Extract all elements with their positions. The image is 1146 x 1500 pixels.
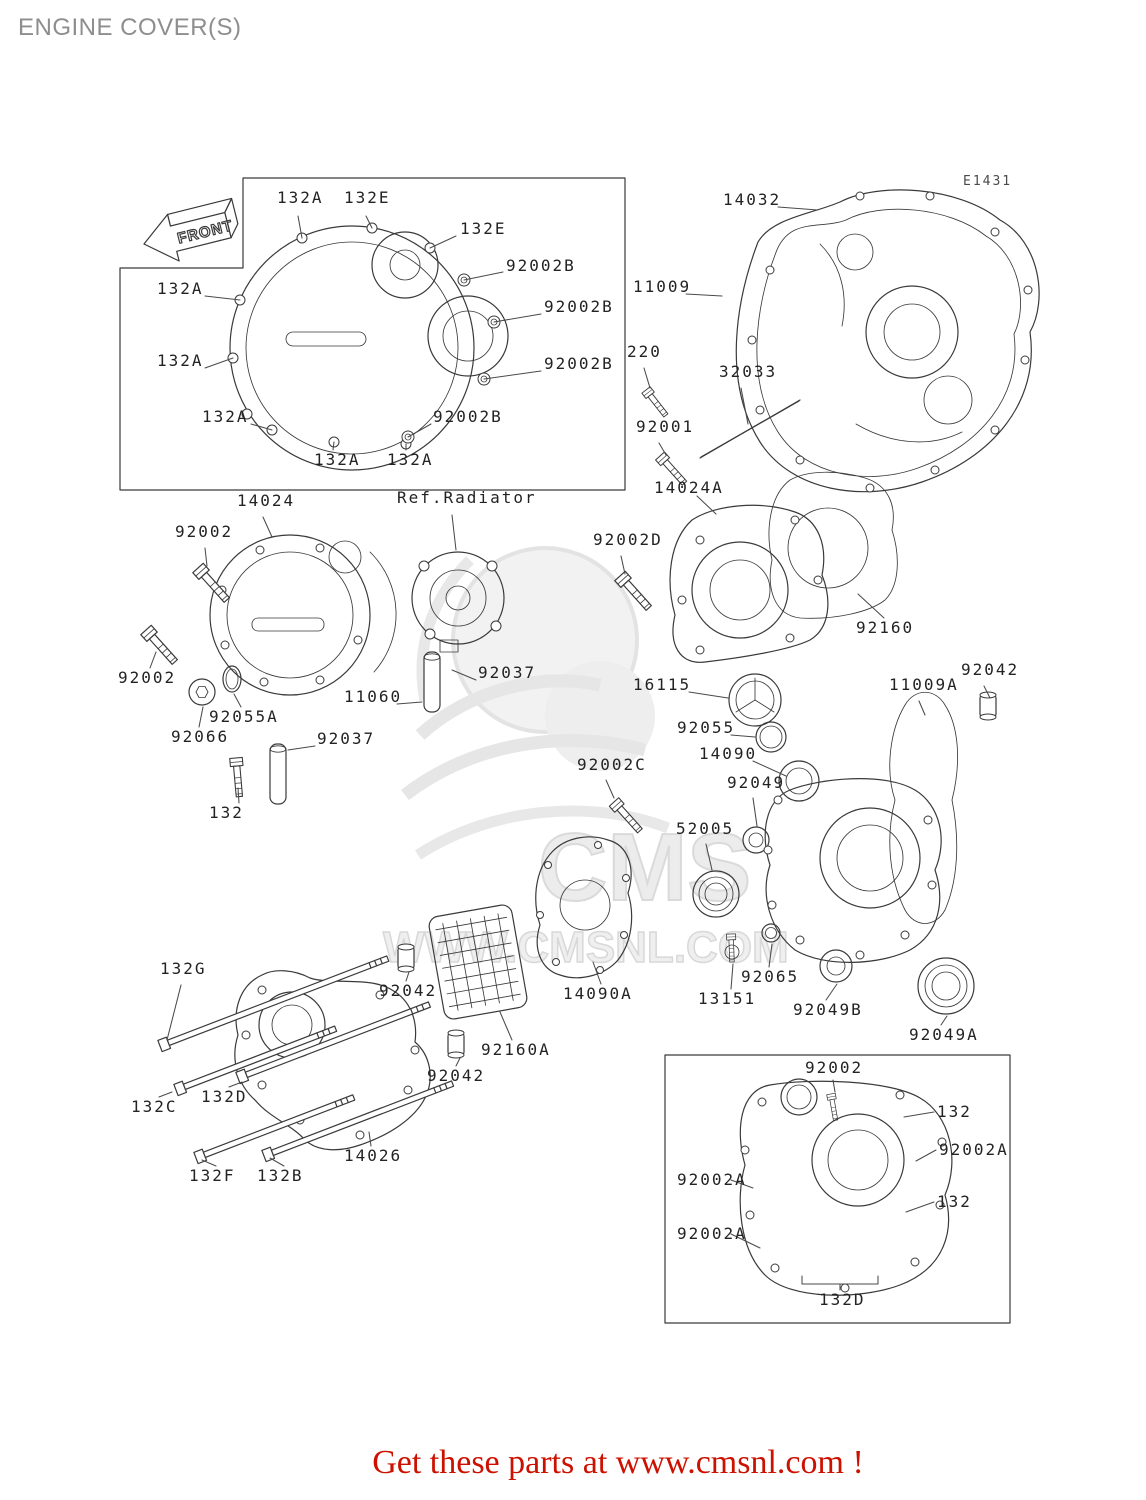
part-label: 92002 [118,668,177,687]
left-cover-drawing [209,534,397,696]
part-label: 16115 [633,675,692,694]
part-label: 132G [160,959,207,978]
part-label: 92002A [677,1224,747,1243]
part-label: 132A [387,450,434,469]
generator-cover-drawing [735,189,1040,493]
part-label: 92055 [677,718,736,737]
front-arrow: FRONT [143,197,239,262]
inset-box [664,1054,1011,1324]
watermark-logo-text: CMS [538,814,751,921]
part-label: 14032 [723,190,782,209]
part-label: 92002 [175,522,234,541]
part-label: 220 [627,342,662,361]
part-label: 132D [819,1290,866,1309]
right-plate-drawing [669,471,898,663]
part-label: 92002B [544,297,614,316]
leader-lines [149,206,991,1291]
part-label: 11009 [633,277,692,296]
part-label: 92002B [506,256,576,275]
part-label: 92002B [433,407,503,426]
part-label: 132D [201,1087,248,1106]
footer-link[interactable]: Get these parts at www.cmsnl.com ! [372,1444,864,1481]
part-label: 132A [157,351,204,370]
part-label: 14024A [654,478,724,497]
long-bolts [157,955,455,1165]
part-label: 14024 [237,491,296,510]
small-cover-drawing [763,691,959,963]
part-label: 92037 [478,663,537,682]
gasket-14090a-drawing [535,836,633,979]
part-label: 92037 [317,729,376,748]
damper-grid-drawing [428,904,528,1020]
sprocket-cover-drawing [234,970,431,1151]
part-label: 52005 [676,819,735,838]
part-label: 132C [131,1097,178,1116]
part-label: 92049 [727,773,786,792]
part-label: 92049B [793,1000,863,1019]
part-label: 132E [460,219,507,238]
part-label: 132F [189,1166,236,1185]
part-label: 92001 [636,417,695,436]
part-label: 14090 [699,744,758,763]
part-label: 92065 [741,967,800,986]
part-label: 92066 [171,727,230,746]
diagram-code: E1431 [963,174,1013,189]
water-pump-drawing [411,551,505,653]
part-label: 14090A [563,984,633,1003]
part-label: 14026 [344,1146,403,1165]
part-label: 132E [344,188,391,207]
part-label: 92055A [209,707,279,726]
part-label: 92042 [427,1066,486,1085]
part-label: 92002A [677,1170,747,1189]
cap-and-seals-drawing [188,665,975,1015]
part-label: 132 [937,1192,972,1211]
part-label: 92160A [481,1040,551,1059]
part-label: 132 [209,803,244,822]
clutch-cover-drawing [227,222,509,471]
part-label: 132A [314,450,361,469]
clutch-cover-box [119,177,626,491]
part-label: Ref.Radiator [397,488,537,507]
part-label: 92002B [544,354,614,373]
part-label: 32033 [719,362,778,381]
watermark: CMS WWW.CMSNL.COM [382,546,789,973]
part-label: 132B [257,1166,304,1185]
part-label: 92042 [379,981,438,1000]
page-title: ENGINE COVER(S) [18,14,242,41]
part-label: 92042 [961,660,1020,679]
breather-flange [724,944,740,960]
part-label: 13151 [698,989,757,1008]
part-label: 132A [202,407,249,426]
part-label: 132A [277,188,324,207]
part-label: 92002 [805,1058,864,1077]
part-label: 92002A [939,1140,1009,1159]
part-label: 92049A [909,1025,979,1044]
part-label: 92002D [593,530,663,549]
part-label: 92002C [577,755,647,774]
part-label: 132 [937,1102,972,1121]
part-label: 11060 [344,687,403,706]
shaft-32033 [699,399,801,459]
part-label: 92160 [856,618,915,637]
part-label: 11009A [889,675,959,694]
part-label: 132A [157,279,204,298]
